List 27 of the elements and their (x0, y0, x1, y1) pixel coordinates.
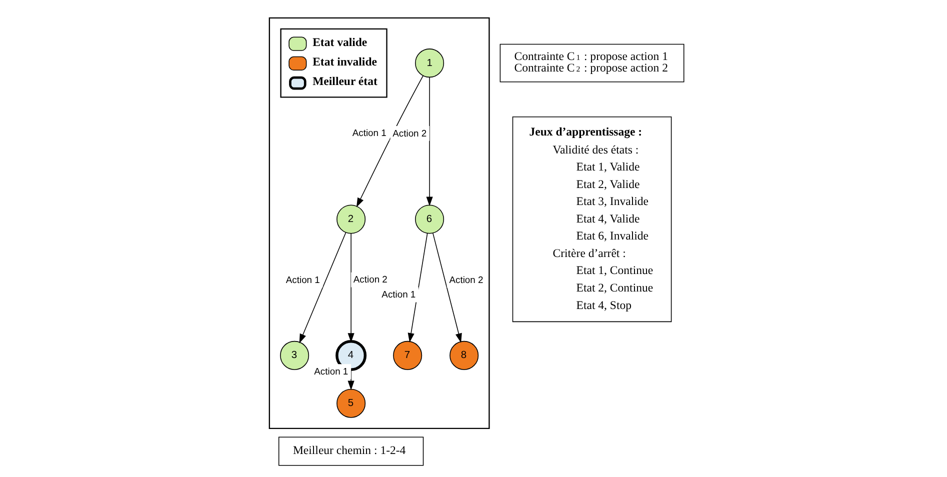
arrow (348, 233, 354, 343)
node-circle: 7 (393, 340, 422, 370)
edge-label: Action 1 (352, 126, 386, 138)
node-circle: 8 (450, 340, 479, 370)
edge-label: Action 1 (286, 274, 320, 285)
node-circle: 6 (415, 204, 444, 234)
edge-label: Action 1 (314, 365, 348, 376)
node-circle: 3 (280, 340, 310, 370)
edge-label: Action 2 (353, 274, 388, 285)
node-box: Meilleur chemin : 1-2-4 (278, 436, 424, 466)
cluster (268, 17, 490, 430)
arrow (408, 233, 428, 342)
node-circle: 5 (336, 388, 366, 418)
node-circle: 2 (336, 204, 366, 234)
node-box: Jeux d’apprentissage : Validité des états : Etat 1, Valide Etat 2, Valide Etat 3, Invalide Etat 4, Valide Etat 6, Invalide Critère d’arrêt : Etat 1, Continue Etat 2, Continue Etat 4, Stop (512, 116, 672, 322)
arrow (356, 75, 424, 208)
node-box: Contrainte C1 : propose action 1 Contrainte C2 : propose action 2 (500, 44, 684, 82)
arrow (432, 232, 462, 343)
legend-label: Etat invalide (312, 55, 377, 68)
legend-label: Etat valide (312, 36, 368, 49)
edge-label: Action 2 (449, 274, 484, 286)
node-circle: 1 (415, 48, 444, 78)
edge-label: Action 2 (392, 127, 427, 138)
arrow (426, 76, 433, 206)
edge-label: Action 1 (382, 288, 416, 300)
legend-label: Meilleur état (312, 75, 378, 88)
arrow (299, 232, 346, 344)
